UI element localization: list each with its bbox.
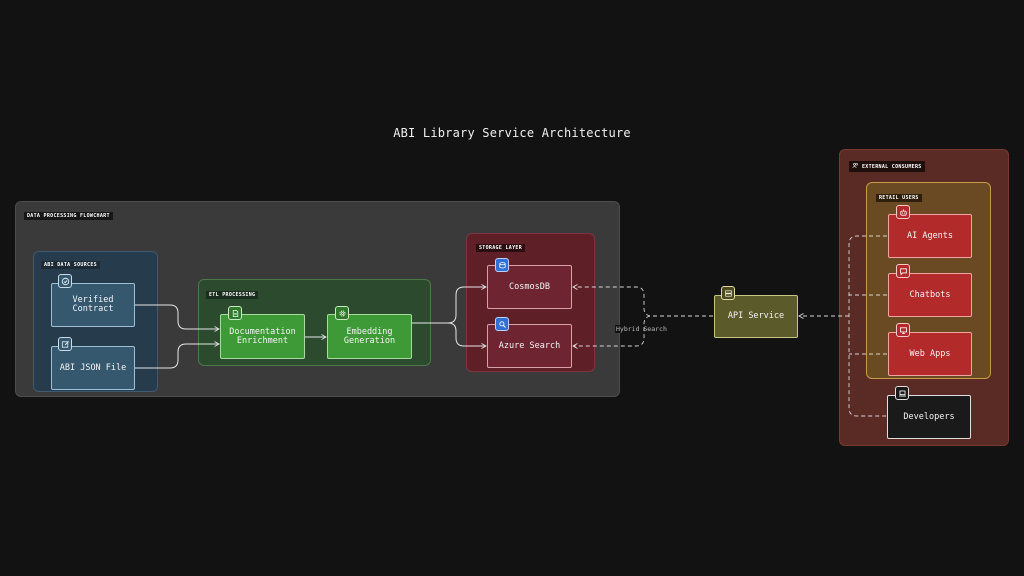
document-icon (228, 306, 242, 320)
cosmosdb-label: CosmosDB (509, 281, 550, 292)
embedding-label: Embedding Generation (343, 326, 396, 346)
web-apps-label: Web Apps (909, 348, 951, 359)
abi-json-label: ABI JSON File (59, 362, 127, 373)
hybrid-search-label: Hybrid Search (615, 325, 668, 333)
consumers-label: EXTERNAL CONSUMERS (849, 161, 925, 172)
chat-icon (896, 264, 910, 278)
database-icon (495, 258, 509, 272)
search-icon (495, 317, 509, 331)
ai-agents-node[interactable]: AI Agents (888, 214, 972, 258)
retail-label: RETAIL USERS (876, 194, 922, 202)
verified-contract-node[interactable]: Verified Contract (51, 283, 135, 327)
diagram-title: ABI Library Service Architecture (393, 126, 631, 140)
abi-json-node[interactable]: ABI JSON File (51, 346, 135, 390)
storage-label: STORAGE LAYER (476, 244, 526, 252)
robot-icon (896, 205, 910, 219)
verified-contract-label: Verified Contract (72, 295, 114, 314)
users-icon (852, 162, 859, 171)
developers-label: Developers (903, 411, 955, 422)
monitor-icon (896, 323, 910, 337)
doc-enrichment-label: Documentation Enrichment (229, 326, 296, 346)
consumers-label-text: EXTERNAL CONSUMERS (862, 164, 922, 170)
edit-icon (58, 337, 72, 351)
etl-label: ETL PROCESSING (206, 291, 259, 299)
chatbots-node[interactable]: Chatbots (888, 273, 972, 317)
chatbots-label: Chatbots (909, 289, 951, 300)
doc-enrichment-node[interactable]: Documentation Enrichment (220, 314, 305, 359)
data-processing-label: DATA PROCESSING FLOWCHART (24, 212, 113, 220)
web-apps-node[interactable]: Web Apps (888, 332, 972, 376)
azure-search-node[interactable]: Azure Search (487, 324, 572, 368)
cosmosdb-node[interactable]: CosmosDB (487, 265, 572, 309)
check-circle-icon (58, 274, 72, 288)
server-icon (721, 286, 735, 300)
embedding-node[interactable]: Embedding Generation (327, 314, 412, 359)
azure-search-label: Azure Search (498, 340, 561, 351)
ai-agents-label: AI Agents (906, 230, 954, 241)
api-service-label: API Service (727, 311, 785, 321)
gear-icon (335, 306, 349, 320)
laptop-icon (895, 386, 909, 400)
api-service-node[interactable]: API Service (714, 295, 798, 338)
developers-node[interactable]: Developers (887, 395, 971, 439)
abi-sources-label: ABI DATA SOURCES (41, 261, 100, 269)
